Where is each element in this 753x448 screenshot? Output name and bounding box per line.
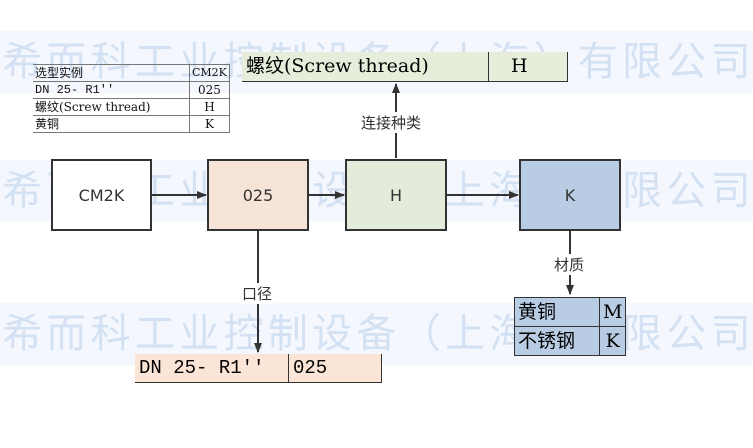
watermark-char: 上 — [444, 168, 485, 214]
legend-row: 螺纹(Screw thread) H — [33, 98, 230, 116]
watermark-char: 限 — [622, 168, 663, 214]
watermark-char: 业 — [179, 311, 220, 357]
flow-box-material-text: K — [564, 185, 576, 205]
label-connection-type: 连接种类 — [359, 112, 424, 133]
thread-label: 螺纹(Screw thread) — [242, 52, 489, 81]
watermark-char: 有 — [577, 39, 618, 85]
legend-row: 黄铜 K — [33, 115, 230, 133]
watermark-char: 公 — [666, 168, 707, 214]
legend-value: K — [189, 115, 230, 133]
flow-box-model: CM2K — [51, 159, 152, 231]
thread-value: H — [511, 55, 528, 77]
flow-box-model-text: CM2K — [78, 185, 125, 205]
material-row: 黄铜 M — [514, 297, 627, 327]
watermark-char: 限 — [622, 39, 663, 85]
material-row: 不锈钢 K — [514, 326, 627, 356]
watermark-char: 上 — [444, 311, 485, 357]
legend-table: 选型实例 CM2K DN 25- R1'' 025 螺纹(Screw threa… — [33, 64, 230, 133]
watermark-char: 设 — [312, 311, 353, 357]
thread-table: 螺纹(Screw thread) H — [242, 52, 568, 82]
legend-value: H — [189, 98, 230, 116]
material-table: 黄铜 M 不锈钢 K — [514, 297, 627, 356]
flow-box-thread-text: H — [389, 185, 403, 205]
watermark-char: 司 — [710, 311, 751, 357]
flow-box-size-text: 025 — [242, 185, 274, 205]
material-value: M — [598, 297, 627, 327]
material-value: K — [598, 326, 627, 356]
flow-box-material: K — [519, 159, 621, 231]
watermark-char: 制 — [267, 311, 308, 357]
legend-label: DN 25- R1'' — [33, 81, 190, 99]
watermark-char: 而 — [46, 311, 87, 357]
watermark-char: 工 — [134, 311, 175, 357]
watermark-char: （ — [400, 311, 441, 357]
watermark-char: 司 — [710, 168, 751, 214]
legend-value: CM2K — [189, 64, 230, 82]
legend-row: DN 25- R1'' 025 — [33, 81, 230, 99]
material-label: 黄铜 — [514, 297, 600, 327]
flow-box-thread: H — [345, 159, 447, 231]
watermark-char: 公 — [666, 39, 707, 85]
watermark-char: 科 — [90, 311, 131, 357]
size-table: DN 25- R1'' 025 — [135, 354, 382, 383]
watermark-char: 限 — [622, 311, 663, 357]
label-material: 材质 — [552, 254, 587, 275]
size-value: 025 — [293, 357, 328, 379]
watermark-char: 备 — [356, 311, 397, 357]
flow-box-size: 025 — [207, 159, 309, 231]
watermark-char: 希 — [2, 168, 43, 214]
watermark-char: 司 — [710, 39, 751, 85]
legend-label: 选型实例 — [33, 64, 190, 82]
watermark-char: 希 — [2, 311, 43, 357]
legend-value: 025 — [189, 81, 230, 99]
legend-label: 螺纹(Screw thread) — [33, 98, 190, 116]
legend-label: 黄铜 — [33, 115, 190, 133]
size-label: DN 25- R1'' — [135, 354, 289, 382]
legend-row: 选型实例 CM2K — [33, 64, 230, 82]
label-diameter: 口径 — [240, 283, 275, 304]
watermark-char: 公 — [666, 311, 707, 357]
material-label: 不锈钢 — [514, 326, 600, 356]
